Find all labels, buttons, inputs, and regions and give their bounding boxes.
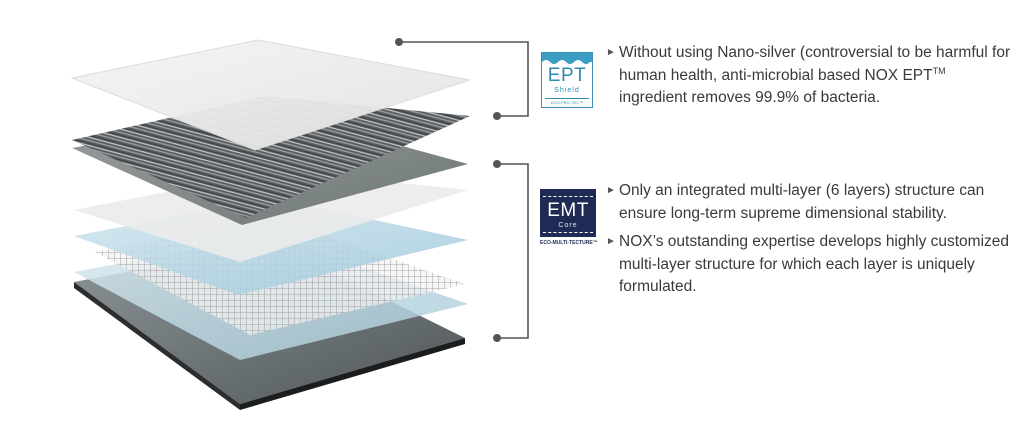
layer-decor xyxy=(72,96,470,218)
triangle-bullet-icon: ► xyxy=(606,185,616,196)
ept-badge-tag: ECO-PRO-TEC™ xyxy=(545,98,589,105)
emt-badge-box: EMT Core xyxy=(540,189,596,237)
triangle-bullet-icon: ► xyxy=(606,47,616,58)
feature-text: Without using Nano-silver (controversial… xyxy=(619,44,1011,106)
feature-text: Only an integrated multi-layer (6 layers… xyxy=(619,182,985,222)
feature-item: ► NOX’s outstanding expertise develops h… xyxy=(606,231,1011,299)
feature-item: ► Only an integrated multi-layer (6 laye… xyxy=(606,180,1011,225)
ept-feature-list: ► Without using Nano-silver (controversi… xyxy=(606,42,1011,116)
emt-badge-title: EMT xyxy=(547,200,589,221)
ept-shield-badge: EPT Shield ECO-PRO-TEC™ xyxy=(541,52,593,108)
ept-badge-title: EPT xyxy=(547,65,587,86)
layers-illustration xyxy=(70,39,471,410)
layer-top xyxy=(72,40,470,150)
emt-feature-list: ► Only an integrated multi-layer (6 laye… xyxy=(606,180,1011,305)
triangle-bullet-icon: ► xyxy=(606,236,616,247)
feature-text: NOX’s outstanding expertise develops hig… xyxy=(619,233,1010,295)
feature-item: ► Without using Nano-silver (controversi… xyxy=(606,42,1011,110)
emt-badge-tag: ECO-MULTI-TECTURE™ xyxy=(540,240,598,246)
emt-badge-subtitle: Core xyxy=(558,222,578,229)
wave-icon xyxy=(542,53,592,65)
emt-core-badge: EMT Core ECO-MULTI-TECTURE™ xyxy=(540,189,598,249)
ept-badge-subtitle: Shield xyxy=(554,87,580,94)
